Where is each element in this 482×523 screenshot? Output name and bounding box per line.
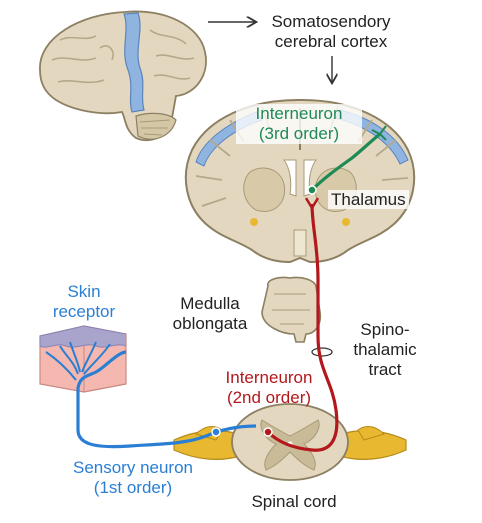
tract-marker-ring bbox=[312, 348, 332, 356]
skin-receptor-label: Skin receptor bbox=[36, 282, 132, 322]
brain-lateral-icon bbox=[40, 11, 206, 140]
medulla-label: Medulla oblongata bbox=[160, 294, 260, 334]
cortex-label: Somatosendory cerebral cortex bbox=[256, 12, 406, 52]
spinal-cord-section bbox=[174, 404, 406, 480]
second-order-cell-body bbox=[264, 428, 272, 436]
ganglion-cell-body bbox=[212, 428, 220, 436]
interneuron-2nd-label: Interneuron (2nd order) bbox=[204, 368, 334, 408]
interneuron-3rd-label: Interneuron (3rd order) bbox=[236, 104, 362, 144]
third-order-cell-body bbox=[308, 186, 316, 194]
thalamus-label: Thalamus bbox=[328, 190, 409, 210]
spinothalamic-tract-label: Spino- thalamic tract bbox=[340, 320, 430, 380]
sensory-neuron-label: Sensory neuron (1st order) bbox=[58, 458, 208, 498]
spinal-cord-label: Spinal cord bbox=[244, 492, 344, 512]
medulla-icon bbox=[262, 277, 320, 342]
